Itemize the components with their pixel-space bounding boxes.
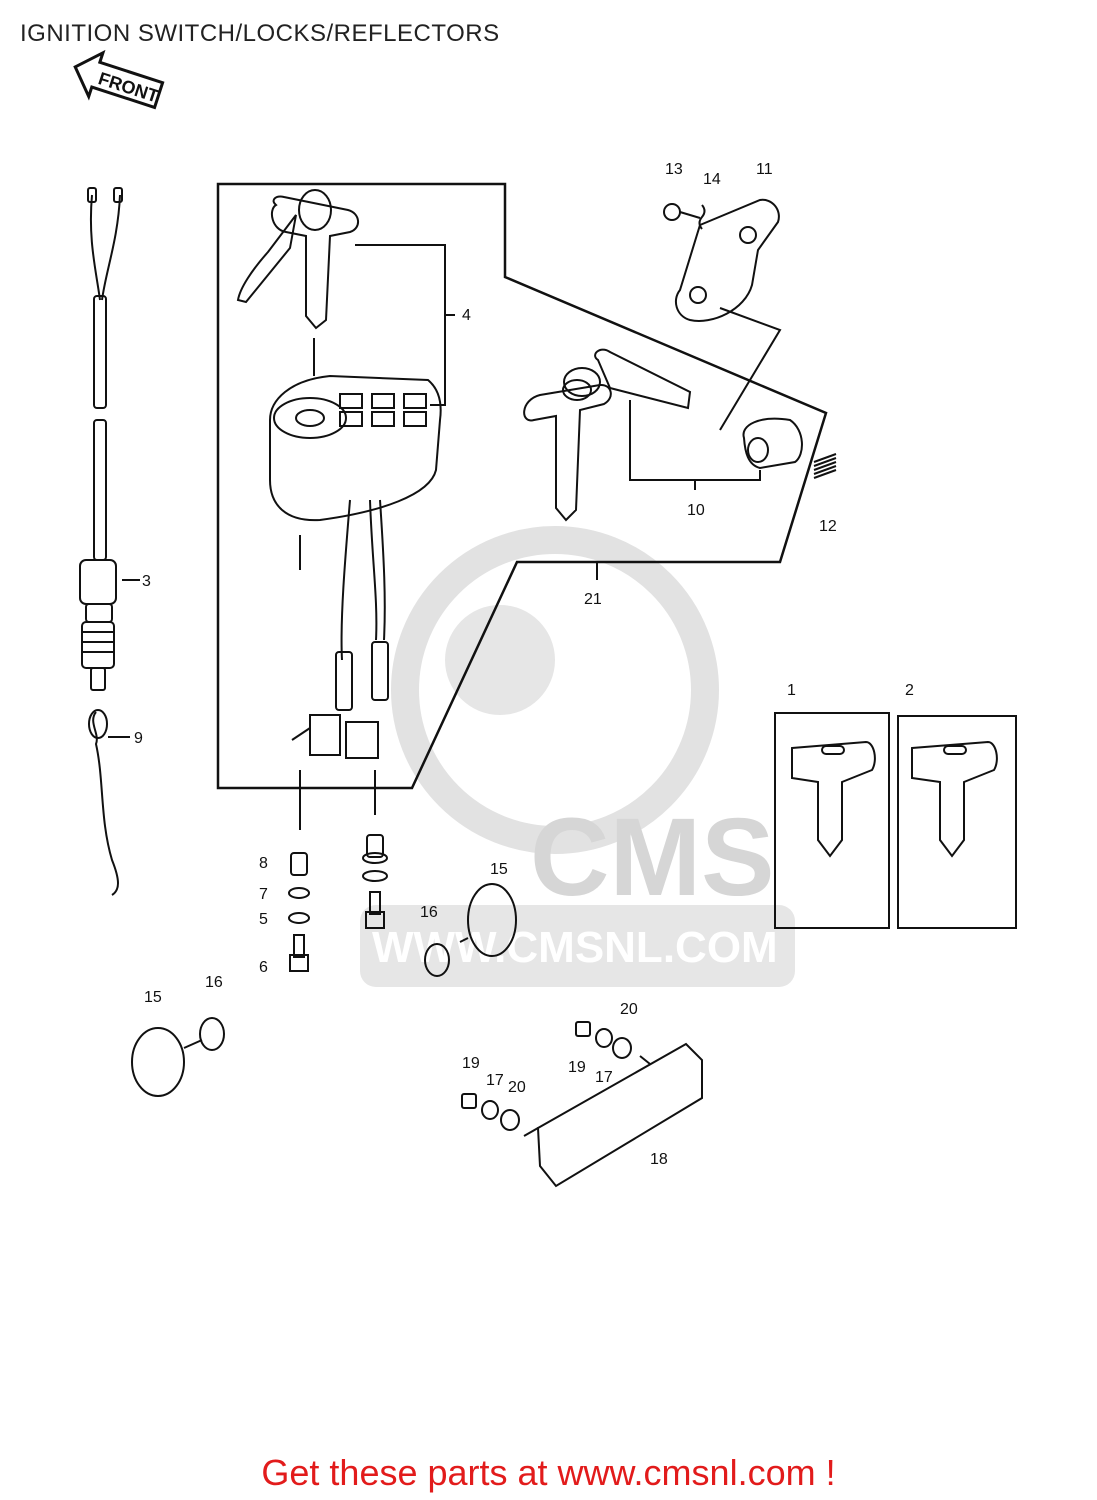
leader-lines bbox=[108, 244, 782, 830]
front-arrow-icon: FRONT bbox=[73, 49, 165, 110]
callout-6: 6 bbox=[259, 959, 268, 976]
ignition-switch-body bbox=[269, 374, 442, 759]
promo-banner[interactable]: Get these parts at www.cmsnl.com ! bbox=[261, 1452, 836, 1493]
round-reflector-left bbox=[131, 1017, 225, 1097]
round-reflector-right bbox=[424, 883, 517, 977]
rectangular-reflector bbox=[523, 1042, 703, 1188]
callout-15a: 15 bbox=[490, 861, 508, 878]
callout-20b: 20 bbox=[508, 1079, 526, 1096]
callout-1: 1 bbox=[787, 682, 796, 699]
callout-16a: 16 bbox=[420, 904, 438, 921]
ignition-key-icon bbox=[236, 189, 359, 330]
callout-4: 4 bbox=[462, 307, 471, 324]
callout-7: 7 bbox=[259, 886, 268, 903]
callout-11: 11 bbox=[756, 161, 773, 178]
watermark-site: WWW.CMSNL.COM bbox=[372, 923, 778, 972]
callout-17b: 17 bbox=[486, 1072, 504, 1089]
callout-19b: 19 bbox=[462, 1055, 480, 1072]
callout-13: 13 bbox=[665, 161, 683, 178]
callout-8: 8 bbox=[259, 855, 268, 872]
callout-21: 21 bbox=[584, 591, 602, 608]
page-title: IGNITION SWITCH/LOCKS/REFLECTORS bbox=[20, 20, 500, 47]
fastener-stack-right bbox=[362, 834, 388, 929]
callout-16b: 16 bbox=[205, 974, 223, 991]
callout-3: 3 bbox=[142, 573, 151, 590]
reflector-hardware bbox=[461, 1021, 632, 1131]
callout-18: 18 bbox=[650, 1151, 668, 1168]
callout-12: 12 bbox=[819, 518, 837, 535]
callout-5: 5 bbox=[259, 911, 268, 928]
callout-17a: 17 bbox=[595, 1069, 613, 1086]
callout-20a: 20 bbox=[620, 1001, 638, 1018]
key-card-1 bbox=[774, 712, 890, 929]
group-outline bbox=[216, 182, 828, 790]
neutral-switch-part bbox=[79, 187, 123, 896]
fastener-stack-left bbox=[288, 852, 310, 972]
watermark-brand: CMS bbox=[530, 796, 774, 919]
key-card-2 bbox=[897, 715, 1017, 929]
callout-14: 14 bbox=[703, 171, 721, 188]
callout-2: 2 bbox=[905, 682, 914, 699]
callout-10: 10 bbox=[687, 502, 705, 519]
lock-plate-part bbox=[663, 198, 803, 470]
callout-labels: 1 2 3 4 5 6 7 8 9 10 11 12 13 14 15 15 1… bbox=[134, 161, 914, 1168]
callout-15b: 15 bbox=[144, 989, 162, 1006]
callout-9: 9 bbox=[134, 730, 143, 747]
callout-19a: 19 bbox=[568, 1059, 586, 1076]
spring-part bbox=[813, 453, 837, 479]
seat-lock-keys-icon bbox=[523, 348, 692, 522]
